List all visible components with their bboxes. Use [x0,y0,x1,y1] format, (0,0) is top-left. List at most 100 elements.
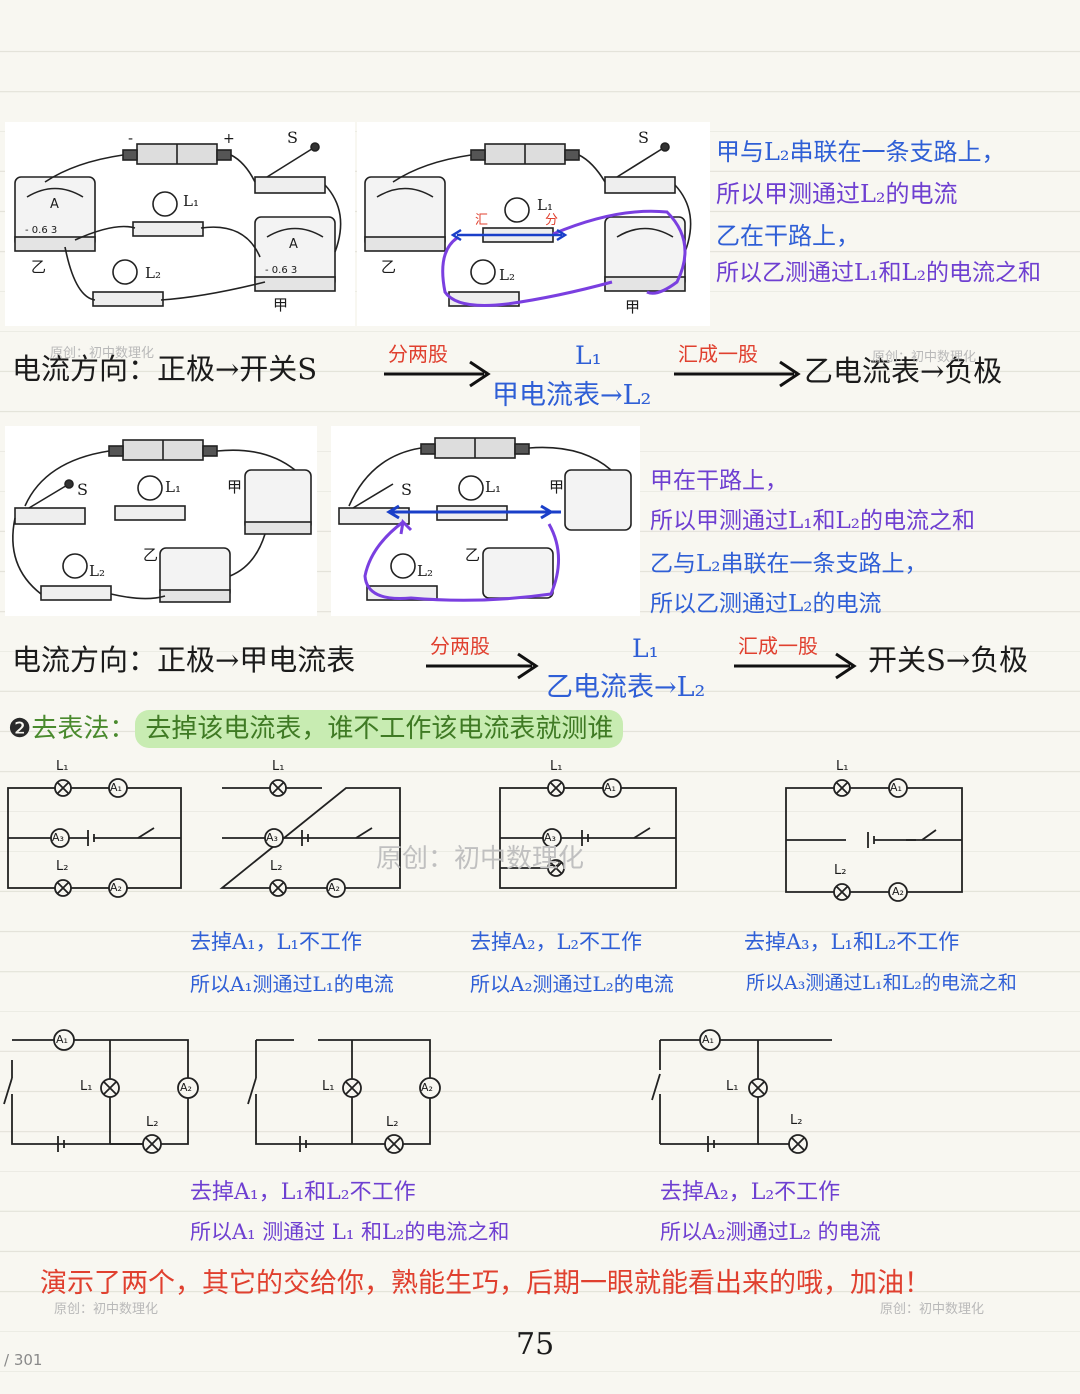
schem-2-a2: A₂ [328,881,340,894]
watermark: 原创：初中数理化 [376,844,585,874]
lamp-l2-label: L₂ [145,264,161,282]
schem-2-l2: L₂ [270,859,283,874]
caption-2-line-2: 所以A₂测通过L₂的电流 [470,972,674,996]
meter-jia-label: 甲 [273,296,289,314]
note-2-line-2: 所以甲测通过L₁和L₂的电流之和 [650,508,975,534]
meter-yi-label: 乙 [143,546,159,564]
schem-1-a3: A₃ [52,831,64,844]
schem-3-l1: L₁ [550,759,563,774]
schem-7-l1: L₁ [726,1079,739,1094]
lamp-l2-label: L₂ [89,562,105,580]
schem-4-l2: L₂ [834,863,847,878]
method-highlight: 去掉该电流表，谁不工作该电流表就测谁 [135,710,624,748]
caption-4-line-1: 去掉A₁，L₁和L₂不工作 [190,1180,416,1205]
watermark: 原创：初中数理化 [50,346,155,361]
flow-1-split-label: 分两股 [388,342,448,366]
schem-5-a2: A₂ [180,1081,192,1094]
flow-1-bottom-branch: 甲电流表→L₂ [492,380,652,411]
schem-7-l2: L₂ [790,1113,803,1128]
meter-jia-label: 甲 [625,298,641,316]
schem-1-a1: A₁ [110,781,122,794]
schematic-2 [219,779,401,898]
caption-3-line-2: 所以A₃测通过L₁和L₂的电流之和 [746,972,1017,994]
note-1-line-1: 甲与L₂串联在一条支路上， [716,138,1006,166]
footer-message: 演示了两个，其它的交给你，熟能生巧，后期一眼就能看出来的哦，加油！ [40,1268,931,1299]
ammeter-scale-label: - 0.6 3 [265,265,298,276]
note-2-line-1: 甲在干路上， [650,468,788,494]
flow-2-split-label: 分两股 [430,634,490,658]
switch-label: S [287,128,298,147]
caption-3-line-1: 去掉A₃，L₁和L₂不工作 [744,930,960,954]
flow-1-top-branch: L₁ [575,341,602,370]
caption-5-line-1: 去掉A₂，L₂不工作 [660,1180,841,1205]
lamp-l1-label: L₁ [537,196,553,214]
schematic-1 [7,778,182,898]
method-number: ❷ [8,714,32,744]
circuit-photo-1a: - + S L₁ L₂ A - 0.6 3 乙 A - 0.6 3 甲 [5,122,355,326]
meter-jia-label: 甲 [549,478,565,496]
flow-2-prefix: 电流方向：正极→甲电流表 [12,643,356,677]
caption-1-line-2: 所以A₁测通过L₁的电流 [190,972,394,996]
schematic-7 [651,1029,832,1154]
circuit-photo-2b: S L₁ L₂ 甲 乙 [331,426,640,616]
flow-2-suffix: 开关S→负极 [868,643,1029,677]
flow-2-merge-label: 汇成一股 [738,634,818,658]
note-2-line-3: 乙与L₂串联在一条支路上， [650,551,928,577]
note-1-line-3: 乙在干路上， [716,222,860,250]
schem-6-a2: A₂ [421,1081,433,1094]
lamp-l1-label: L₁ [485,478,501,496]
schematic-6 [247,1039,441,1154]
watermark: 原创：初中数理化 [54,1302,159,1317]
schematic-4 [785,778,963,902]
schem-1-a2: A₂ [110,881,122,894]
flow-2-bottom-branch: 乙电流表→L₂ [546,672,706,703]
flow-2-split-arrow [426,652,539,680]
meter-yi-label: 乙 [381,258,397,276]
note-1-line-4: 所以乙测通过L₁和L₂的电流之和 [716,260,1041,286]
battery-plus-label: + [223,131,235,147]
switch-label: S [77,480,88,499]
caption-4-line-2: 所以A₁ 测通过 L₁ 和L₂的电流之和 [190,1220,510,1244]
schem-7-a1: A₁ [702,1033,714,1046]
fen-label: 分 [545,213,559,228]
caption-5-line-2: 所以A₂测通过L₂ 的电流 [660,1220,881,1244]
method-header: ❷去表法：去掉该电流表，谁不工作该电流表就测谁 [8,710,624,748]
switch-label: S [401,480,412,499]
watermark: 原创：初中数理化 [872,350,977,365]
ammeter-scale-label: - 0.6 3 [25,225,58,236]
caption-1-line-1: 去掉A₁，L₁不工作 [190,930,362,954]
note-1-line-2: 所以甲测通过L₂的电流 [716,180,958,208]
watermark: 原创：初中数理化 [880,1302,985,1317]
schem-4-a1: A₁ [890,781,902,794]
schem-6-l2: L₂ [386,1115,399,1130]
flow-1-split-arrow [384,360,491,388]
schem-3-l2: L₂ [548,855,561,870]
lamp-l1-label: L₁ [183,192,199,210]
hui-label: 汇 [475,213,489,228]
method-title: 去表法： [31,714,136,744]
flow-1-suffix: 乙电流表→负极 [804,354,1003,388]
switch-label: S [638,128,649,147]
schem-3-a3: A₃ [544,831,556,844]
lamp-l2-label: L₂ [417,562,433,580]
schem-1-l1: L₁ [56,759,69,774]
schem-4-l1: L₁ [836,759,849,774]
schematic-3 [499,778,677,889]
page-count: / 301 [4,1351,43,1369]
circuit-photo-2a: S L₁ L₂ 甲 乙 [5,426,317,616]
schematic-5 [3,1029,199,1154]
flow-1-merge-arrow [674,360,801,388]
flow-1-prefix: 电流方向：正极→开关S [12,352,318,386]
flow-1-merge-label: 汇成一股 [678,342,758,366]
circuit-photo-1b: 汇 分 S L₁ L₂ 乙 甲 [357,122,710,326]
meter-yi-label: 乙 [465,546,481,564]
meter-yi-label: 乙 [31,258,47,276]
ammeter-a-label: A [289,237,298,252]
page-number: 75 [516,1327,555,1362]
schem-5-l2: L₂ [146,1115,159,1130]
schem-5-l1: L₁ [80,1079,93,1094]
battery-minus-label: - [128,131,134,147]
schem-4-a2: A₂ [892,885,904,898]
schem-2-a3: A₃ [266,831,278,844]
note-2-line-4: 所以乙测通过L₂的电流 [650,591,882,617]
